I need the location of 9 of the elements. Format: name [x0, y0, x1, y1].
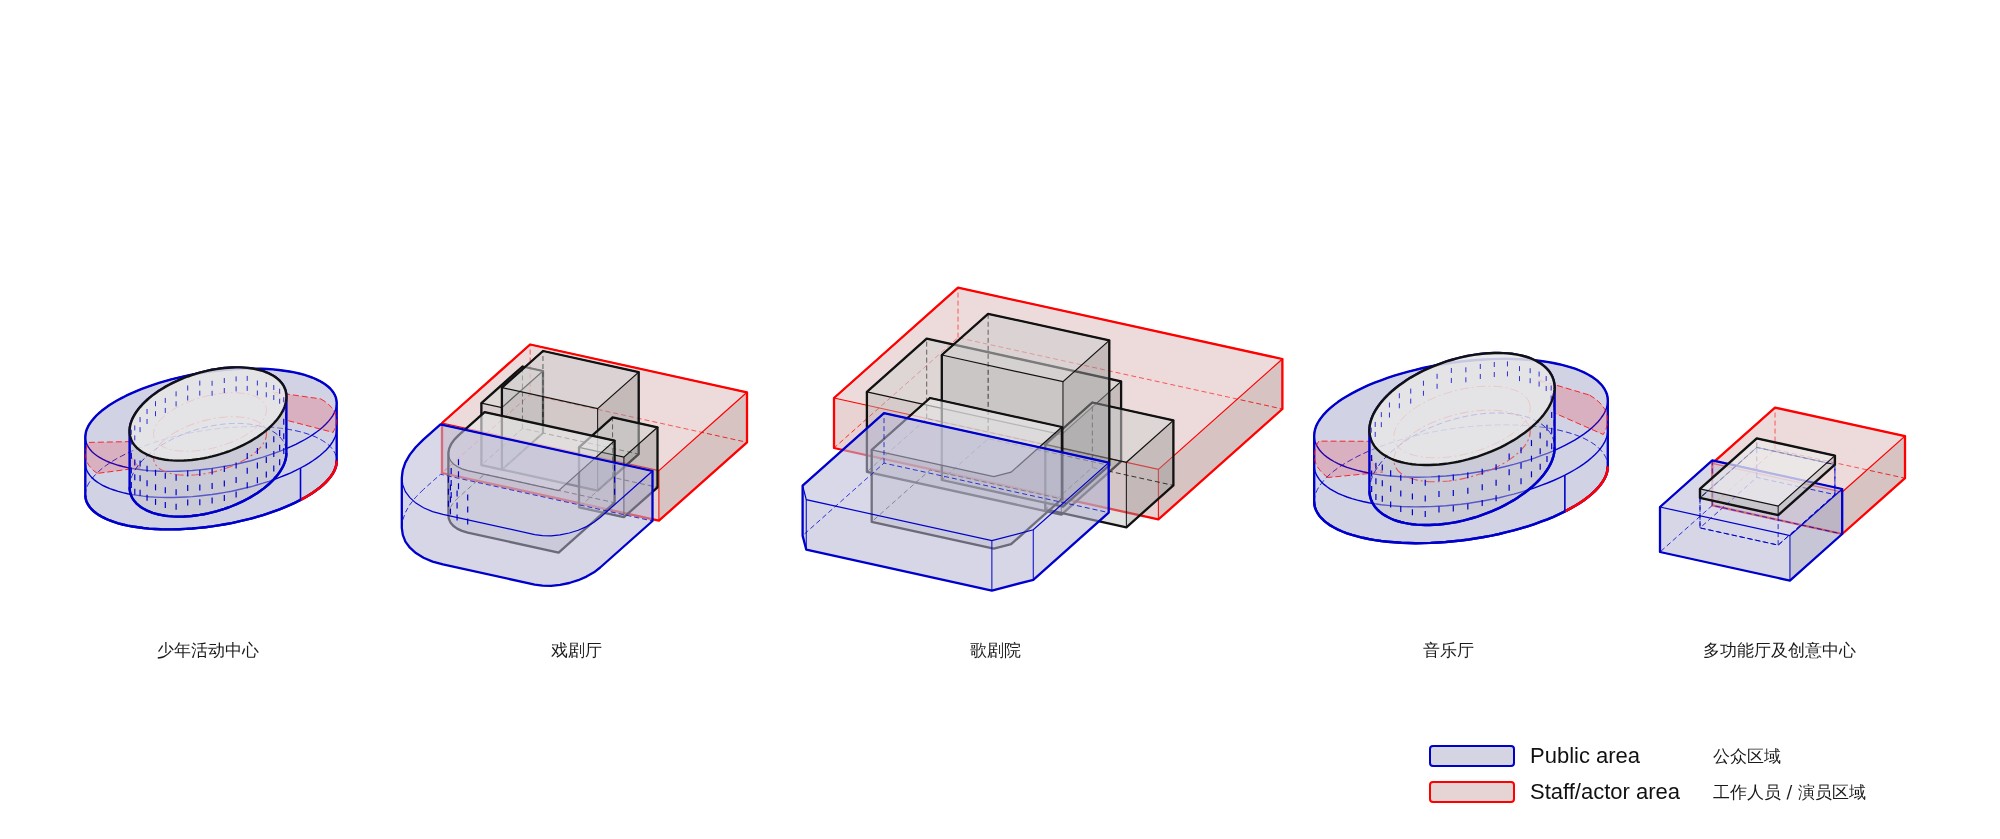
- translation-text: 工作人员 / 演员区域: [1713, 781, 1866, 803]
- building-name: 音乐厅: [1422, 639, 1474, 661]
- building-name: 戏剧厅: [550, 639, 602, 661]
- building-name: 歌剧院: [969, 639, 1021, 661]
- building-name: 少年活动中心: [157, 639, 259, 661]
- legend-label: Staff/actor area: [1530, 778, 1680, 806]
- legend-label: Public area: [1530, 742, 1641, 770]
- translation-text: 公众区域: [1713, 745, 1781, 767]
- building-name: 多功能厅及创意中心: [1702, 639, 1856, 661]
